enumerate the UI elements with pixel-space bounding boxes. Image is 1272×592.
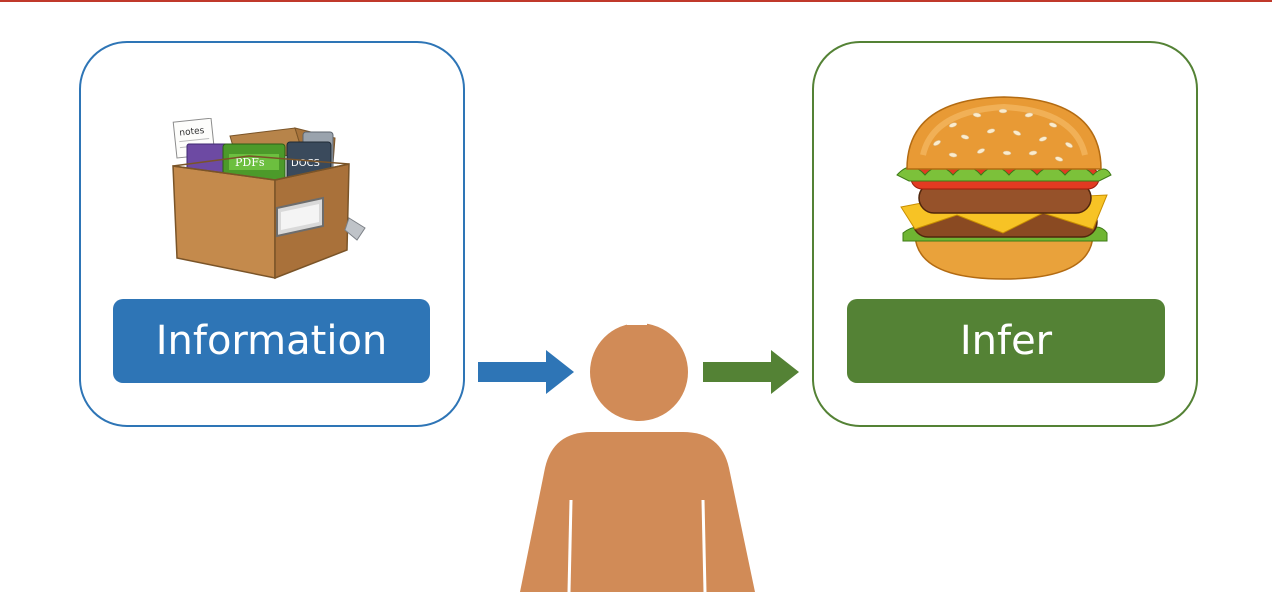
- docs-text: DOCS: [291, 158, 320, 169]
- arrow-to-person: [478, 350, 574, 394]
- hamburger-icon: [896, 96, 1112, 280]
- person-icon: [520, 322, 755, 592]
- document-box-icon: notes PDFs DOCS: [172, 118, 366, 280]
- top-rule: [0, 0, 1272, 2]
- arrow-to-infer: [703, 350, 799, 394]
- pdfs-text: PDFs: [235, 156, 265, 169]
- information-label: Information: [113, 299, 430, 383]
- infer-label: Infer: [847, 299, 1165, 383]
- notes-text: notes: [179, 126, 205, 139]
